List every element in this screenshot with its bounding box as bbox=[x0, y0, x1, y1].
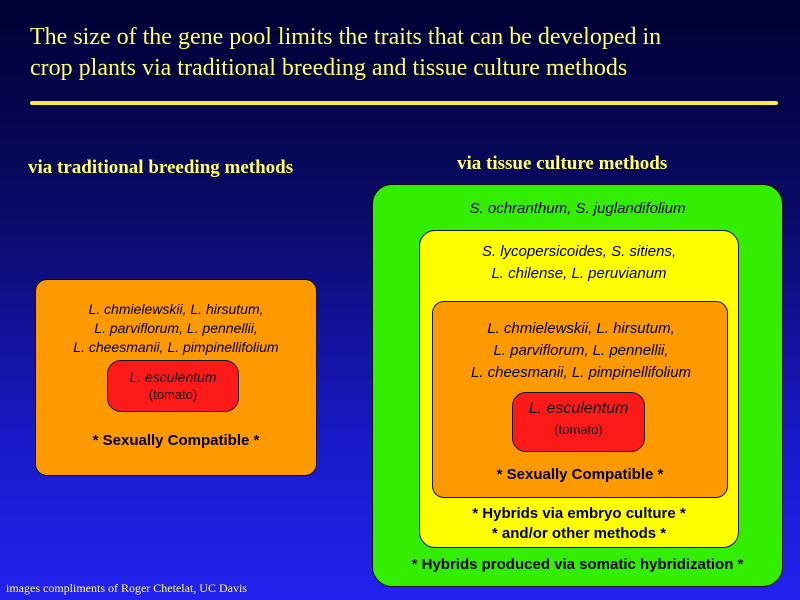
outer-species: S. ochranthum, S. juglandifolium bbox=[469, 200, 686, 217]
image-credit: images compliments of Roger Chetelat, UC… bbox=[6, 581, 247, 595]
middle-note: * Hybrids via embryo culture * * and/or … bbox=[420, 504, 738, 544]
left-compatible-box: L. chmielewskii, L. hirsutum, L. parvifl… bbox=[35, 279, 317, 476]
right-core-common: (tomato) bbox=[554, 422, 603, 437]
left-species-line-2: L. parviflorum, L. pennellii, bbox=[94, 320, 258, 336]
somatic-hybridization-box: S. ochranthum, S. juglandifolium S. lyco… bbox=[372, 184, 783, 587]
middle-note-line-2: * and/or other methods * bbox=[491, 525, 667, 542]
left-species-line-3: L. cheesmanii, L. pimpinellifolium bbox=[73, 339, 279, 355]
middle-species-line-1: S. lycopersicoides, S. sitiens, bbox=[481, 243, 677, 260]
left-core-common: (tomato) bbox=[148, 387, 198, 402]
inner-species-line-2: L. parviflorum, L. pennellii, bbox=[493, 342, 669, 359]
embryo-culture-box: S. lycopersicoides, S. sitiens, L. chile… bbox=[419, 230, 739, 548]
middle-species-list: S. lycopersicoides, S. sitiens, L. chile… bbox=[420, 241, 738, 285]
inner-species-line-1: L. chmielewskii, L. hirsutum, bbox=[487, 320, 675, 337]
middle-species-line-2: L. chilense, L. peruvianum bbox=[491, 265, 667, 282]
right-heading: via tissue culture methods bbox=[457, 153, 668, 174]
inner-species-line-3: L. cheesmanii, L. pimpinellifolium bbox=[470, 364, 692, 381]
left-note: * Sexually Compatible * bbox=[92, 432, 260, 449]
left-species-line-1: L. chmielewskii, L. hirsutum, bbox=[88, 301, 264, 317]
left-species-list: L. chmielewskii, L. hirsutum, L. parvifl… bbox=[36, 300, 316, 357]
right-core-name: L. esculentum bbox=[528, 400, 629, 417]
right-inner-note: * Sexually Compatible * bbox=[496, 466, 664, 483]
middle-note-line-1: * Hybrids via embryo culture * bbox=[472, 505, 686, 522]
left-heading: via traditional breeding methods bbox=[28, 157, 294, 178]
right-compatible-box: L. chmielewskii, L. hirsutum, L. parvifl… bbox=[432, 301, 728, 498]
title-line-2: crop plants via traditional breeding and… bbox=[30, 55, 628, 81]
right-tomato-box: L. esculentum (tomato) bbox=[512, 392, 645, 452]
outer-note: * Hybrids produced via somatic hybridiza… bbox=[411, 556, 744, 573]
left-tomato-box: L. esculentum (tomato) bbox=[107, 360, 239, 412]
inner-species-list: L. chmielewskii, L. hirsutum, L. parvifl… bbox=[425, 318, 737, 384]
left-core-name: L. esculentum bbox=[129, 369, 217, 385]
slide-title: The size of the gene pool limits the tra… bbox=[30, 22, 770, 84]
title-line-1: The size of the gene pool limits the tra… bbox=[30, 24, 662, 50]
title-divider bbox=[30, 101, 778, 105]
